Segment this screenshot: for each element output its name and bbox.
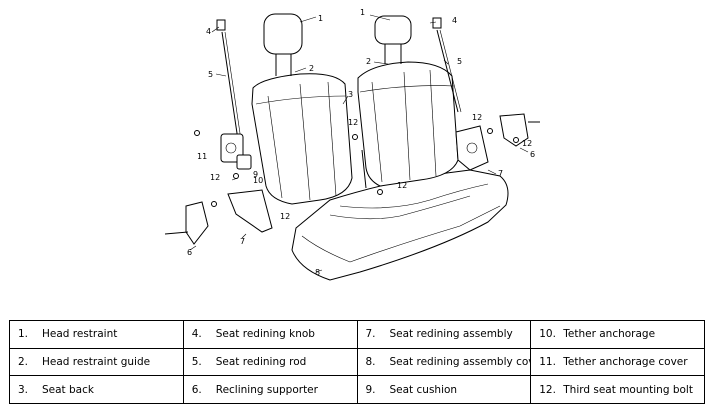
callout-12-f: 12 (397, 181, 407, 190)
callout-12-d: 12 (472, 113, 482, 122)
callout-11: 11 (197, 152, 207, 161)
callout-12-e: 12 (522, 139, 532, 148)
legend-row: 3. Seat back 6. Reclining supporter 9. Seat… (9, 375, 705, 404)
legend-cell: 11. Tether anchorage cover (530, 347, 705, 377)
legend-label: Seat redining assembly cover (389, 355, 531, 368)
callout-12-b: 12 (280, 212, 290, 221)
legend-label: Third seat mounting bolt (563, 383, 693, 396)
mounting-bolts (194, 128, 519, 207)
legend-label: Head restraint guide (42, 355, 151, 368)
legend-number: 8. (365, 355, 376, 368)
callout-5-right: 5 (457, 57, 462, 66)
legend-label: Head restraint (42, 328, 118, 341)
legend-number: 4. (191, 328, 202, 341)
legend-cell: 9. Seat cushion (356, 375, 532, 404)
seat-cushion (291, 169, 509, 281)
legend-label: Seat cushion (389, 383, 458, 396)
left-recliner-parts (164, 133, 273, 245)
legend-number: 10. (539, 328, 556, 341)
legend-cell: 4. Seat redining knob (182, 320, 358, 349)
legend-cell: 10. Tether anchorage (530, 320, 705, 349)
callout-6-right: 6 (530, 150, 535, 159)
legend-row: 2. Head restraint guide 5. Seat redining r… (9, 347, 705, 377)
callout-10: 10 (253, 176, 263, 185)
callout-labels: 1 1 2 2 3 4 4 5 5 6 6 7 7 8 9 10 11 12 1… (187, 8, 535, 277)
left-head-restraint (263, 13, 303, 76)
callout-8: 8 (315, 268, 320, 277)
callout-4-right: 4 (452, 16, 457, 25)
exploded-seat-diagram: 1 1 2 2 3 4 4 5 5 6 6 7 7 8 9 10 11 12 1… (164, 8, 540, 281)
legend-cell: 6. Reclining supporter (182, 375, 358, 404)
legend-row: 1. Head restraint 4. Seat redining knob 7.… (9, 320, 705, 349)
right-recliner-parts (455, 113, 540, 171)
leader-lines (189, 14, 529, 273)
legend-number: 2. (18, 355, 29, 368)
callout-3: 3 (348, 90, 353, 99)
legend-label: Tether anchorage cover (563, 355, 688, 368)
callout-7-right: 7 (498, 169, 503, 178)
callout-7-left: 7 (240, 237, 245, 246)
callout-1-right: 1 (360, 8, 365, 17)
legend-label: Seat redining rod (215, 355, 307, 368)
legend-number: 5. (191, 355, 202, 368)
legend-cell: 7. Seat redining assembly (356, 320, 532, 349)
left-recline-rod (216, 19, 242, 141)
callout-12-c: 12 (348, 118, 358, 127)
legend-number: 9. (365, 383, 376, 396)
legend-cell: 2. Head restraint guide (9, 347, 184, 377)
legend-cell: 1. Head restraint (9, 320, 184, 349)
legend-label: Seat redining assembly (389, 328, 513, 341)
legend-number: 6. (191, 383, 202, 396)
legend-cell: 12. Third seat mounting bolt (530, 375, 705, 404)
callout-1-left: 1 (318, 14, 323, 23)
legend-number: 3. (18, 383, 29, 396)
callout-2-left: 2 (309, 64, 314, 73)
legend-number: 12. (539, 383, 556, 396)
left-seat-back (251, 73, 353, 205)
legend-label: Seat back (42, 383, 94, 396)
legend-cell: 3. Seat back (9, 375, 184, 404)
legend-number: 7. (365, 328, 376, 341)
legend-cell: 5. Seat redining rod (182, 347, 358, 377)
callout-6-left: 6 (187, 248, 192, 257)
callout-5-left: 5 (208, 70, 213, 79)
callout-9: 9 (253, 170, 258, 179)
parts-legend-table: 1. Head restraint 4. Seat redining knob 7.… (9, 320, 705, 404)
legend-label: Tether anchorage (563, 328, 656, 341)
legend-cell: 8. Seat redining assembly cover (356, 347, 532, 377)
legend-label: Seat redining knob (215, 328, 315, 341)
legend-number: 1. (18, 328, 29, 341)
callout-2-right: 2 (366, 57, 371, 66)
right-seat-back (357, 61, 459, 187)
callout-4-left: 4 (206, 27, 211, 36)
legend-number: 11. (539, 355, 556, 368)
right-recline-rod (432, 17, 462, 113)
legend-label: Reclining supporter (215, 383, 318, 396)
right-head-restraint (374, 15, 412, 64)
callout-12-a: 12 (210, 173, 220, 182)
